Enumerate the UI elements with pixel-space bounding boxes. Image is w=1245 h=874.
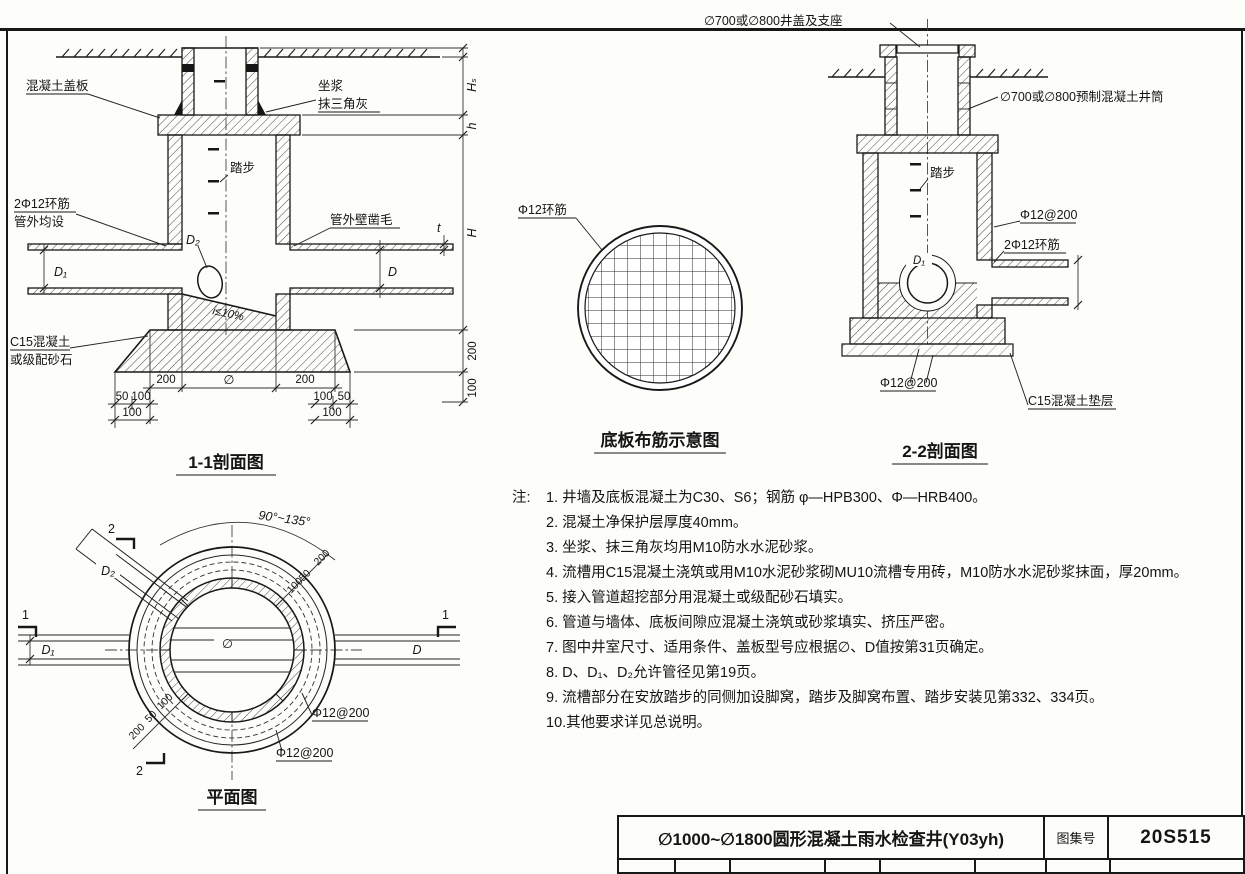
slab-reinforcement-drawing: Φ12环筋 底板布筋示意图 [518,202,743,454]
section-1-1-geometry [10,36,468,476]
label-plan-d1: D₁ [42,643,55,657]
dim-plan-200-b: 200 [127,721,148,742]
dim-h-small: h [465,122,479,129]
label-base-rebar: Φ12@200 [880,376,937,390]
label-d2-pipe: D₂ [186,233,200,247]
title-slab-reinforcement: 底板布筋示意图 [601,430,720,450]
label-d1-opening: D₁ [913,255,925,267]
title-block-row-1: ∅1000~∅1800圆形混凝土雨水检查井(Y03yh) 图集号 20S515 [619,817,1243,860]
note-item-8: 8. D、D₁、D₂允许管径见第19页。 [546,665,766,681]
section-2-2-drawing: ∅700或∅800井盖及支座 ∅700或∅800预制混凝土井筒 踏步 Φ12@2… [704,13,1164,465]
label-manhole-cover-support: ∅700或∅800井盖及支座 [704,13,843,28]
label-plan-phi: ∅ [222,637,233,651]
plan-view-drawing: D₁ D D₂ ∅ 90°~135° 1 1 2 2 100 50 200 10… [18,508,460,811]
page-border-right [1241,28,1243,874]
section-marker-1-left: 1 [22,608,29,622]
page-border-top [0,28,1245,31]
label-ring-rebar-line2: 管外均设 [14,214,65,229]
label-concrete-cover-slab: 混凝土盖板 [26,78,89,93]
dim-100-right: 100 [313,391,332,403]
atlas-number-value: 20S515 [1140,826,1212,848]
label-phi12-ring-rebar: Φ12环筋 [518,202,567,217]
label-seating-mortar: 坐浆 [318,78,344,93]
note-item-1: 1. 井墙及底板混凝土为C30、S6；钢筋 φ—HPB300、Φ—HRB400。 [546,490,987,506]
section-marker-1-right: 1 [442,608,449,622]
section-marker-2-top: 2 [108,522,115,536]
note-item-7: 7. 图中井室尺寸、适用条件、盖板型号应根据∅、D值按第31页确定。 [546,640,993,656]
page-border-left [6,28,8,874]
dim-v200: 200 [467,341,479,360]
label-plan-rebar-1: Φ12@200 [312,706,369,720]
dim-plan-200-a: 200 [312,547,333,568]
label-triangular-plaster: 抹三角灰 [318,97,368,111]
dim-100-left-2: 100 [122,407,141,419]
label-steps-2: 踏步 [930,166,955,180]
title-section-1-1: 1-1剖面图 [188,452,264,472]
drawing-title: ∅1000~∅1800圆形混凝土雨水检查井(Y03yh) [619,817,1045,858]
section-2-2-geometry [828,19,1116,465]
label-precast-shaft: ∅700或∅800预制混凝土井筒 [1000,89,1164,104]
label-ring-rebar-line1: 2Φ12环筋 [14,196,70,211]
label-c15-concrete: C15混凝土 [10,334,70,349]
note-item-2: 2. 混凝土净保护层厚度40mm。 [546,515,748,531]
label-angle-range: 90°~135° [258,508,312,529]
note-item-6: 6. 管道与墙体、底板间隙应混凝土浇筑或砂浆填实、挤压严密。 [546,615,954,631]
slab-reinforcement-geometry [518,217,743,454]
dim-phi-center: ∅ [224,373,235,387]
dim-200-right: 200 [295,374,314,386]
label-c15-cushion: C15混凝土垫层 [1028,393,1113,408]
dim-100-left: 100 [131,391,150,403]
dim-50-left: 50 [116,391,129,403]
dim-v100: 100 [467,378,479,397]
section-marker-2-bottom: 2 [136,764,143,778]
notes-heading: 注: [512,490,531,506]
label-pipe-wall-roughened: 管外壁凿毛 [330,212,393,227]
title-plan-view: 平面图 [207,788,258,807]
dim-hs: Hₛ [465,78,479,92]
dim-50-right: 50 [338,391,351,403]
title-section-2-2: 2-2剖面图 [902,441,978,461]
dim-h: H [465,228,479,238]
note-item-10: 10.其他要求详见总说明。 [546,715,712,731]
note-item-4: 4. 流槽用C15混凝土浇筑或用M10水泥砂浆砌MU10流槽专用砖，M10防水水… [546,565,1189,581]
section-1-1-drawing: 混凝土盖板 坐浆 抹三角灰 踏步 2Φ12环筋 管外均设 管外壁凿毛 i≤10%… [10,36,479,476]
notes-section: 注: 1. 井墙及底板混凝土为C30、S6；钢筋 φ—HPB300、Φ—HRB4… [512,486,1240,736]
label-wall-rebar: Φ12@200 [1020,208,1077,222]
label-d-pipe: D [388,265,397,279]
label-wall-thickness-t: t [437,221,441,235]
label-d1-pipe: D₁ [54,265,67,279]
title-block-row-2 [619,860,1243,872]
title-block: ∅1000~∅1800圆形混凝土雨水检查井(Y03yh) 图集号 20S515 [617,815,1245,874]
plan-view-geometry [18,521,460,811]
label-plan-d: D [412,643,421,657]
label-plan-rebar-2: Φ12@200 [276,746,333,760]
dim-100-right-2: 100 [322,407,341,419]
note-item-5: 5. 接入管道超挖部分用混凝土或级配砂石填实。 [546,590,853,606]
atlas-number-label: 图集号 [1045,817,1109,858]
label-graded-gravel: 或级配砂石 [10,353,73,367]
label-steps: 踏步 [230,161,255,175]
dim-200-left: 200 [156,374,175,386]
label-ring-rebar-2: 2Φ12环筋 [1004,237,1060,252]
dim-plan-50-b: 50 [143,708,160,725]
note-item-3: 3. 坐浆、抹三角灰均用M10防水水泥砂浆。 [546,540,823,556]
label-plan-d2: D₂ [101,564,115,578]
note-item-9: 9. 流槽部分在安放踏步的同侧加设脚窝，踏步及脚窝布置、踏步安装见第332、33… [546,690,1104,706]
